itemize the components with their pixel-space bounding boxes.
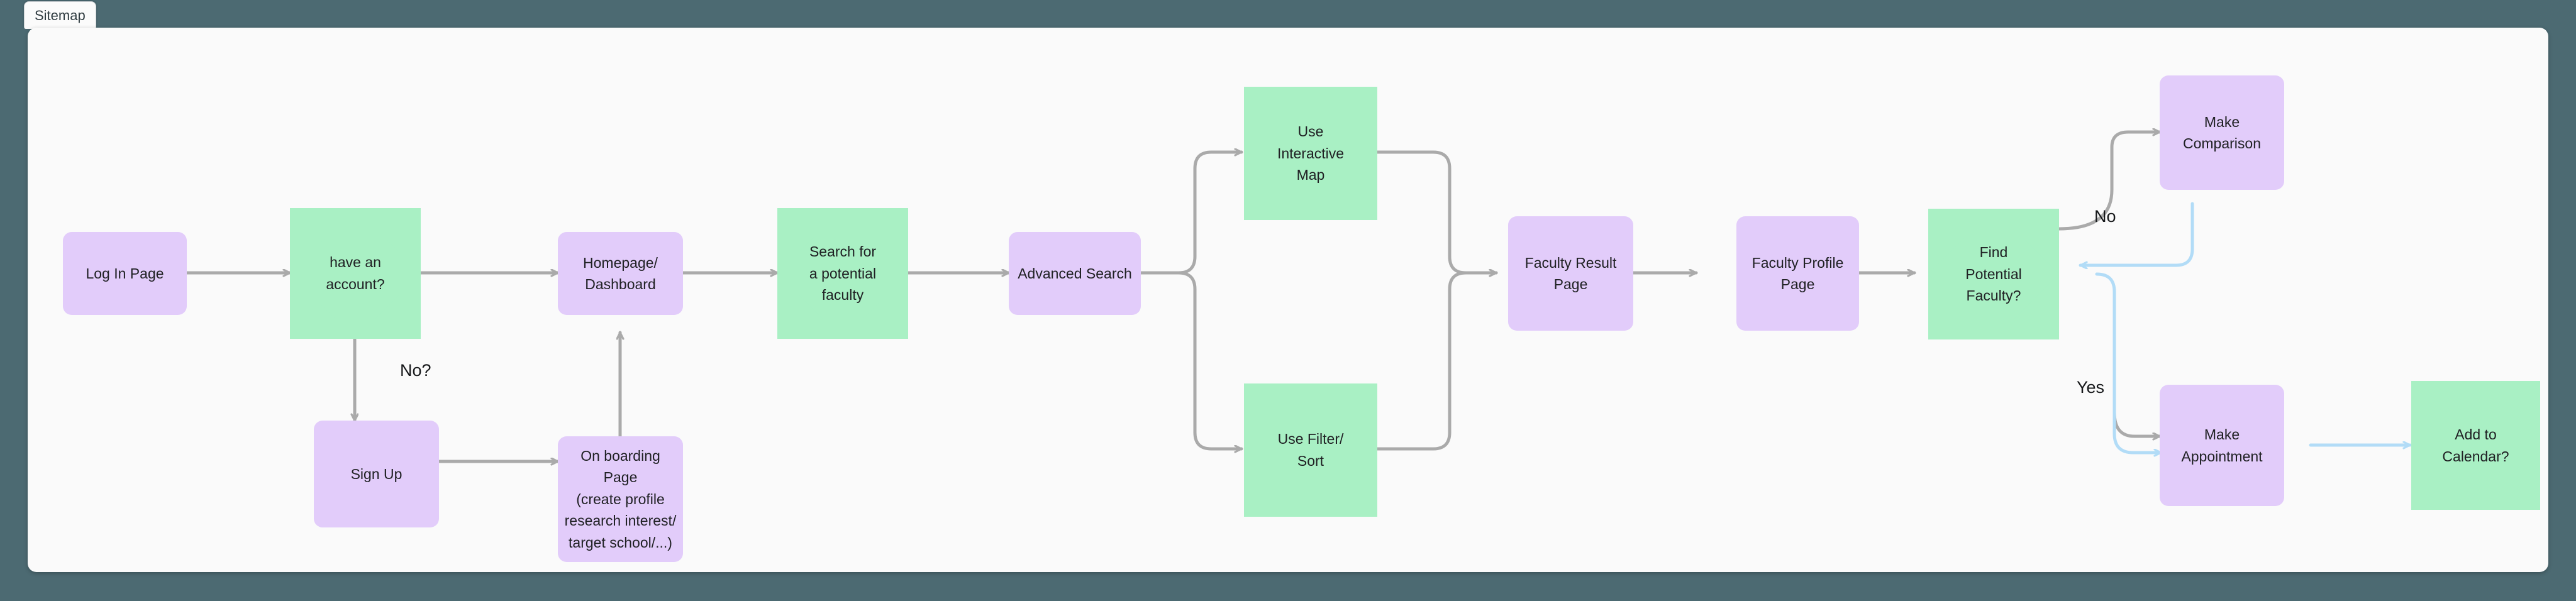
edge-label-yes: Yes <box>2077 378 2105 397</box>
node-log-in-page[interactable]: Log In Page <box>63 232 187 315</box>
edge-advancedsearch-to-filtersort <box>1139 271 1243 449</box>
node-make-comparison[interactable]: Make Comparison <box>2160 75 2284 190</box>
edge-findfaculty-to-makeappointment-base <box>2112 411 2162 436</box>
edge-interactivemap-to-facultyresult <box>1375 150 1498 273</box>
node-advanced-search[interactable]: Advanced Search <box>1009 232 1141 315</box>
edge-label-no-question: No? <box>400 361 431 380</box>
edge-makecomparison-to-findfaculty <box>2079 202 2194 265</box>
edge-layer <box>185 28 2412 572</box>
node-use-filter-sort[interactable]: Use Filter/Sort <box>1243 383 1378 517</box>
node-sign-up[interactable]: Sign Up <box>314 421 439 527</box>
edge-filtersort-to-facultyresult <box>1375 273 1498 451</box>
edge-label-no: No <box>2094 207 2116 226</box>
edge-findfaculty-to-makeappointment <box>2095 272 2163 453</box>
tab-sitemap[interactable]: Sitemap <box>24 1 96 29</box>
node-homepage-dashboard[interactable]: Homepage/Dashboard <box>558 232 683 315</box>
edge-advancedsearch-to-interactivemap <box>1139 152 1243 275</box>
edge-findfaculty-to-makecomparison <box>2057 132 2162 231</box>
node-label: Use Filter/Sort <box>1277 431 1344 469</box>
node-make-appointment[interactable]: Make Appointment <box>2160 385 2284 506</box>
